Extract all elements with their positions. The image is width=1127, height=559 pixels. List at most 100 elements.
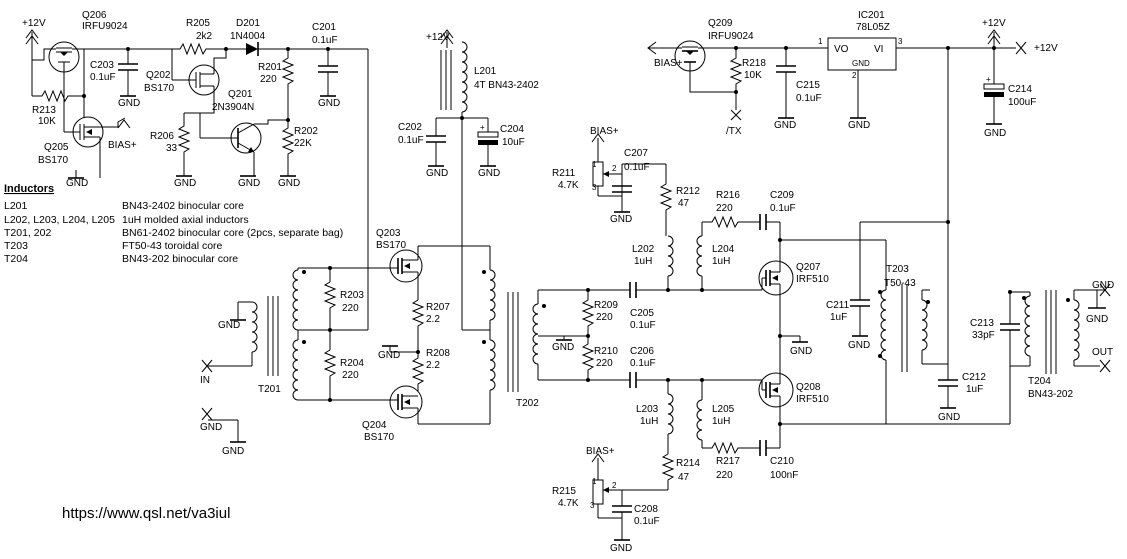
- label-r211: R211: [552, 168, 576, 179]
- label-gnd-c211: GND: [848, 340, 870, 351]
- label-r212: R212: [676, 186, 700, 197]
- label-r212-val: 47: [678, 198, 690, 209]
- label-t204-val: BN43-202: [1028, 389, 1073, 400]
- label-c207: C207: [624, 148, 648, 159]
- label-q209-part: IRFU9024: [708, 31, 754, 42]
- label-ic-pin2: 2: [852, 71, 857, 80]
- inductor-ref-3: T203: [4, 240, 28, 252]
- label-gnd-lower: GND: [222, 446, 244, 457]
- label-c202: C202: [398, 122, 422, 133]
- label-r201: R201: [258, 62, 282, 73]
- label-gnd-c204: GND: [478, 168, 500, 179]
- label-c209: C209: [770, 190, 794, 201]
- label-l201: L201: [474, 66, 497, 77]
- label-c212-val: 1uF: [966, 384, 983, 395]
- inductor-desc-4: BN43-202 binocular core: [122, 253, 238, 265]
- label-gnd-q201: GND: [238, 178, 260, 189]
- label-r214-val: 47: [678, 472, 690, 483]
- label-ic-gnd: GND: [852, 59, 870, 68]
- label-gnd-in-top: GND: [218, 320, 240, 331]
- ic201-body: [827, 37, 897, 71]
- label-gnd-r207: GND: [378, 350, 400, 361]
- label-r205: R205: [186, 18, 210, 29]
- label-gnd-q205: GND: [66, 178, 88, 189]
- label-q204: Q204: [362, 420, 387, 431]
- label-q203: Q203: [376, 228, 401, 239]
- label-t201: T201: [258, 384, 281, 395]
- label-gnd-x: GND: [200, 422, 222, 433]
- inductor-ref-2: T201, 202: [4, 227, 51, 239]
- label-c206: C206: [630, 346, 654, 357]
- label-ic-pin1: 1: [818, 37, 823, 46]
- website-url: https://www.qsl.net/va3iul: [62, 505, 230, 522]
- label-c211-val: 1uF: [830, 312, 847, 323]
- label-r213: R213: [32, 105, 56, 116]
- label-l204: L204: [712, 244, 735, 255]
- label-c208-val: 0.1uF: [634, 516, 660, 527]
- label-r210: R210: [594, 346, 618, 357]
- q207-transistor: [758, 260, 794, 296]
- label-r216: R216: [716, 190, 740, 201]
- label-r209-val: 220: [596, 312, 613, 323]
- label-vo: VO: [834, 44, 849, 55]
- label-q208: Q208: [796, 382, 821, 393]
- label-gnd-c202: GND: [426, 168, 448, 179]
- label-l202-val: 1uH: [634, 256, 652, 267]
- label-q205-part: BS170: [38, 155, 68, 166]
- label-l204-val: 1uH: [712, 256, 730, 267]
- label-l205-val: 1uH: [712, 416, 730, 427]
- label-r205-val: 2k2: [196, 31, 213, 42]
- label-gnd-c214: GND: [984, 128, 1006, 139]
- q204-transistor: [389, 385, 423, 419]
- label-q206: Q206: [82, 10, 107, 21]
- label-r218: R218: [742, 58, 766, 69]
- label-l203: L203: [636, 404, 659, 415]
- label-r206: R206: [150, 131, 174, 142]
- label-plus12v-right: +12V: [982, 18, 1006, 29]
- label-gnd-c212: GND: [938, 412, 960, 423]
- inductors-table: L201 BN43-2402 binocular core L202, L203…: [4, 200, 343, 265]
- label-r202-val: 22K: [294, 138, 312, 149]
- label-gnd-r211: GND: [610, 214, 632, 225]
- label-c210: C210: [770, 456, 794, 467]
- inductor-desc-2: BN61-2402 binocular core (2pcs, separate…: [122, 227, 343, 239]
- label-gnd-ic201: GND: [848, 120, 870, 131]
- label-c215-val: 0.1uF: [796, 93, 822, 104]
- label-r215: R215: [552, 486, 576, 497]
- label-t203: T203: [886, 264, 909, 275]
- label-q207-part: IRF510: [796, 274, 829, 285]
- label-c204-plus: +: [480, 123, 485, 132]
- label-r202: R202: [294, 126, 318, 137]
- label-vi: VI: [874, 44, 883, 55]
- label-ic201: IC201: [858, 10, 885, 21]
- label-bias-q209: BIAS+: [654, 58, 683, 69]
- q206-transistor: [48, 41, 80, 73]
- label-r203: R203: [340, 290, 364, 301]
- inductor-desc-1: 1uH molded axial inductors: [122, 214, 249, 226]
- label-r211-pin1: 1: [592, 160, 597, 169]
- label-r210-val: 220: [596, 358, 613, 369]
- label-r209: R209: [594, 300, 618, 311]
- label-plus12v-l201: +12V: [426, 32, 450, 43]
- label-r215-pin1: 1: [592, 477, 597, 486]
- label-q202-part: BS170: [144, 83, 174, 94]
- label-c208: C208: [634, 504, 658, 515]
- label-q201-part: 2N3904N: [212, 102, 254, 113]
- label-l203-val: 1uH: [640, 416, 658, 427]
- label-r208-val: 2.2: [426, 360, 440, 371]
- label-c213: C213: [970, 318, 994, 329]
- label-c204: C204: [500, 124, 524, 135]
- label-gnd-c201: GND: [318, 98, 340, 109]
- label-c202-val: 0.1uF: [398, 135, 424, 146]
- label-c205-val: 0.1uF: [630, 320, 656, 331]
- label-gnd-c203: GND: [118, 98, 140, 109]
- inductor-ref-4: T204: [4, 253, 28, 265]
- label-t202: T202: [516, 398, 539, 409]
- label-gnd-out2: GND: [1086, 314, 1108, 325]
- label-r203-val: 220: [342, 303, 359, 314]
- label-gnd-q207: GND: [790, 346, 812, 357]
- label-r213-val: 10K: [38, 116, 56, 127]
- label-r211-pin2: 2: [612, 164, 617, 173]
- label-bias-r211: BIAS+: [590, 126, 619, 137]
